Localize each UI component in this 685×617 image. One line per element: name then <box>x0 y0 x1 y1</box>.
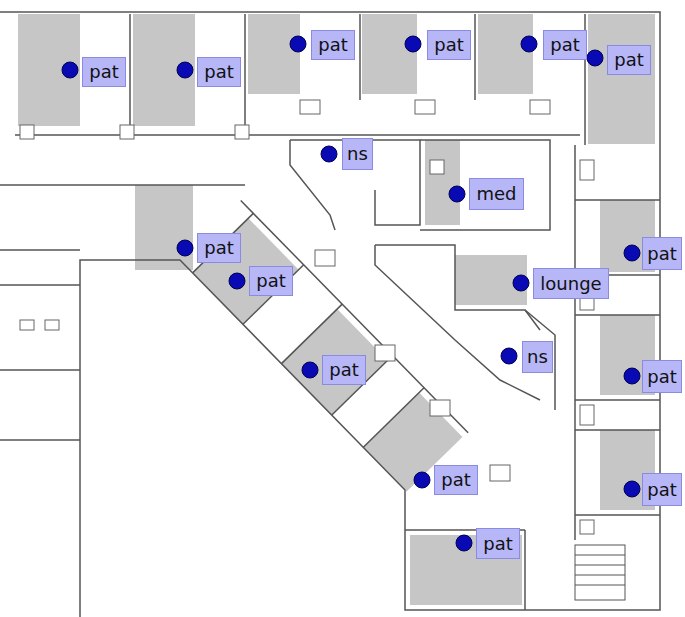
room-label-box: pat <box>434 465 478 495</box>
room-label-box: pat <box>607 45 651 75</box>
room-label-box: pat <box>543 30 587 60</box>
room-label: pat <box>647 245 677 263</box>
room-label-box: pat <box>322 355 366 385</box>
room-label: pat <box>647 481 677 499</box>
room-label: pat <box>204 239 234 257</box>
room-label: pat <box>614 51 644 69</box>
room-label: pat <box>318 36 348 54</box>
room-label: pat <box>441 471 471 489</box>
room-label-box: pat <box>642 473 682 506</box>
room-label: med <box>476 185 516 203</box>
room-label-box: pat <box>197 233 241 263</box>
room-label: lounge <box>540 275 601 293</box>
room-label: pat <box>550 36 580 54</box>
room-label: ns <box>527 348 548 366</box>
room-label: ns <box>347 145 368 163</box>
room-label-box: pat <box>476 528 520 559</box>
room-label: pat <box>434 36 464 54</box>
room-label-box: lounge <box>533 268 609 299</box>
room-label-box: ns <box>522 341 553 373</box>
room-label-box: pat <box>311 30 355 60</box>
room-label: pat <box>329 361 359 379</box>
room-label: pat <box>89 63 119 81</box>
room-label-box: med <box>469 178 524 210</box>
room-label-box: pat <box>642 360 682 393</box>
room-label: pat <box>647 368 677 386</box>
room-label-box: ns <box>342 138 373 170</box>
room-label: pat <box>256 272 286 290</box>
room-label: pat <box>204 63 234 81</box>
room-label-box: pat <box>427 30 471 60</box>
room-label: pat <box>483 535 513 553</box>
room-label-box: pat <box>642 237 682 270</box>
room-label-box: pat <box>197 57 241 87</box>
room-label-box: pat <box>82 57 126 87</box>
room-label-box: pat <box>249 266 293 296</box>
